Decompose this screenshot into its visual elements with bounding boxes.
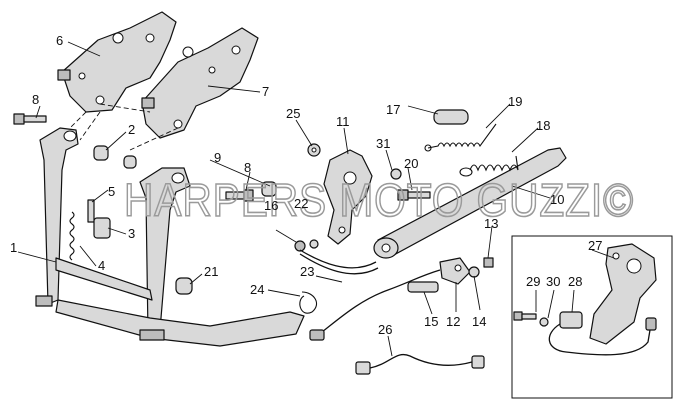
spring-18	[459, 155, 519, 177]
spring-4	[69, 211, 75, 261]
callout-29: 29	[526, 274, 540, 289]
switch-cable	[548, 323, 651, 356]
callout-3: 3	[128, 226, 135, 241]
center-stand-1	[35, 127, 305, 347]
bushing-2	[93, 145, 137, 169]
bolt-31	[390, 168, 402, 180]
pin-5	[87, 199, 95, 223]
callout-24: 24	[250, 282, 264, 297]
callout-17: 17	[386, 102, 400, 117]
callout-16: 16	[264, 198, 278, 213]
spring-19	[424, 123, 497, 152]
callout-11: 11	[336, 114, 350, 129]
inset-frame	[511, 235, 673, 399]
screw-16	[294, 240, 306, 252]
clip-24	[299, 291, 317, 314]
bracket-27	[589, 243, 657, 345]
screw-13	[483, 257, 494, 268]
callout-8: 8	[32, 92, 39, 107]
screw-29	[513, 311, 537, 321]
leader-lines	[17, 41, 615, 357]
callout-18: 18	[536, 118, 550, 133]
bracket-11	[323, 149, 373, 245]
callout-25: 25	[286, 106, 300, 121]
callout-4: 4	[98, 258, 105, 273]
connector-plug	[309, 329, 325, 341]
switch-28	[559, 311, 583, 329]
callout-7: 7	[262, 84, 269, 99]
callout-22: 22	[294, 196, 308, 211]
callout-30: 30	[546, 274, 560, 289]
bolt-8-right	[225, 189, 254, 202]
callout-21: 21	[204, 264, 218, 279]
pin-15	[407, 281, 439, 293]
screw-22	[309, 239, 319, 249]
washer-25	[307, 143, 321, 157]
callout-19: 19	[508, 94, 522, 109]
callout-31: 31	[376, 136, 390, 151]
callout-27: 27	[588, 238, 602, 253]
callout-2: 2	[128, 122, 135, 137]
hose-23	[299, 249, 377, 269]
bush-3	[93, 217, 111, 239]
hose-23-b	[299, 253, 379, 275]
callout-14: 14	[472, 314, 486, 329]
callout-10: 10	[550, 192, 564, 207]
assembly-dash-lines	[69, 103, 179, 151]
callout-13: 13	[484, 216, 498, 231]
switch-connector	[645, 317, 657, 331]
callout-28: 28	[568, 274, 582, 289]
callout-15: 15	[424, 314, 438, 329]
sensor-12	[439, 257, 471, 285]
callout-9: 9	[214, 150, 221, 165]
sleeve-17	[433, 109, 469, 125]
side-stand-10	[373, 147, 567, 259]
callout-5: 5	[108, 184, 115, 199]
callout-20: 20	[404, 156, 418, 171]
bushing-21	[175, 277, 193, 295]
callout-23: 23	[300, 264, 314, 279]
washer-30	[539, 317, 549, 327]
bolt-20	[397, 189, 431, 201]
nut-14	[468, 266, 480, 278]
callout-8-second: 8	[244, 160, 251, 175]
bolt-8-left	[13, 113, 47, 125]
watermark: HARPERS MOTO GUZZI©	[124, 174, 634, 226]
mounting-plate-right	[141, 27, 259, 139]
sensor-wire	[321, 269, 441, 333]
callout-12: 12	[446, 314, 460, 329]
callout-6: 6	[56, 33, 63, 48]
cable-26	[355, 353, 485, 375]
bushing-9	[261, 181, 277, 197]
callout-26: 26	[378, 322, 392, 337]
callout-1: 1	[10, 240, 17, 255]
